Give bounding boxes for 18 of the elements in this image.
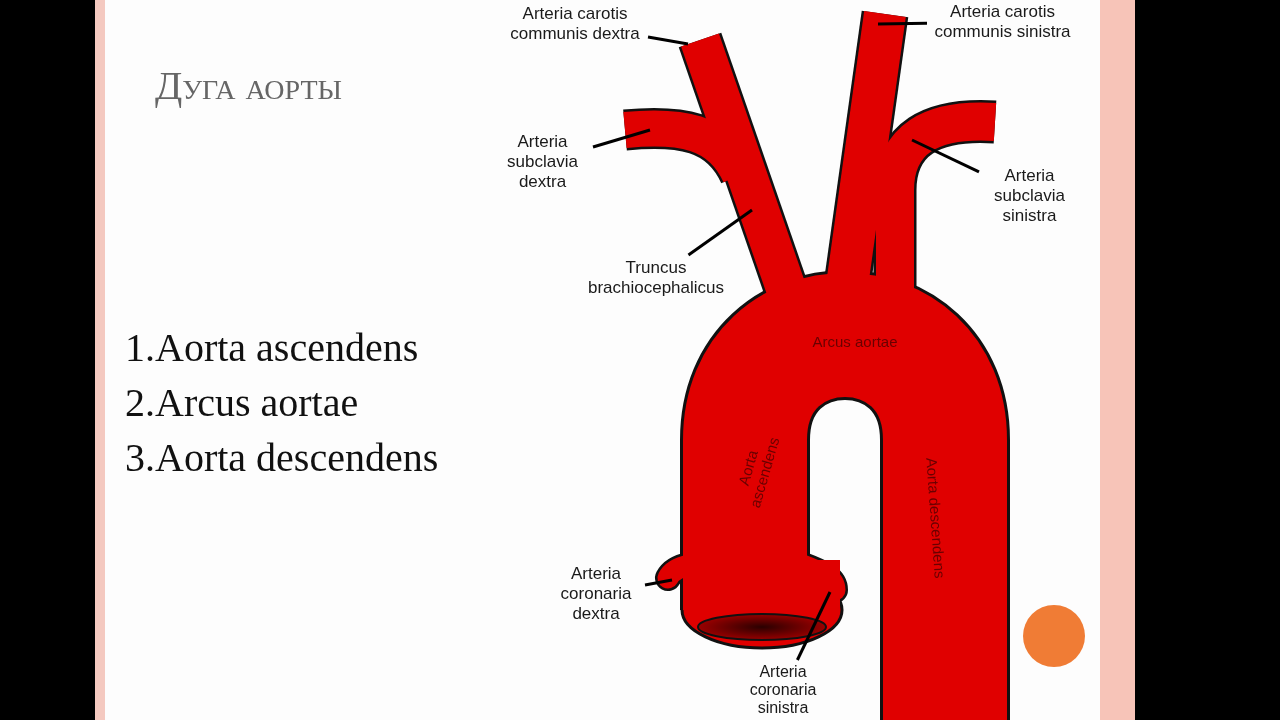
callout-label: Truncus brachiocephalicus: [586, 258, 726, 298]
leader-line: [911, 138, 980, 174]
callout-label: Arteria carotis communis dextra: [509, 4, 641, 44]
leader-line: [647, 35, 689, 46]
list-item: 3.Aorta descendens: [125, 435, 439, 481]
callout-label: Arteria coronaria sinistra: [748, 663, 818, 717]
callout-label: Arteria coronaria dextra: [559, 564, 633, 624]
leader-line: [592, 128, 651, 149]
callout-label: Arteria subclavia sinistra: [993, 166, 1066, 226]
part-label: Arcus aortae: [812, 332, 898, 350]
list-item: 1.Aorta ascendens: [125, 325, 419, 371]
leader-line: [687, 208, 753, 257]
part-label: Aorta descendens: [923, 457, 949, 579]
callout-label: Arteria carotis communis sinistra: [933, 2, 1072, 42]
list-item: 2.Arcus aortae: [125, 380, 359, 426]
leader-line: [644, 578, 673, 587]
callout-label: Arteria subclavia dextra: [506, 132, 579, 192]
slide-title: Дуга аорты: [155, 62, 342, 109]
